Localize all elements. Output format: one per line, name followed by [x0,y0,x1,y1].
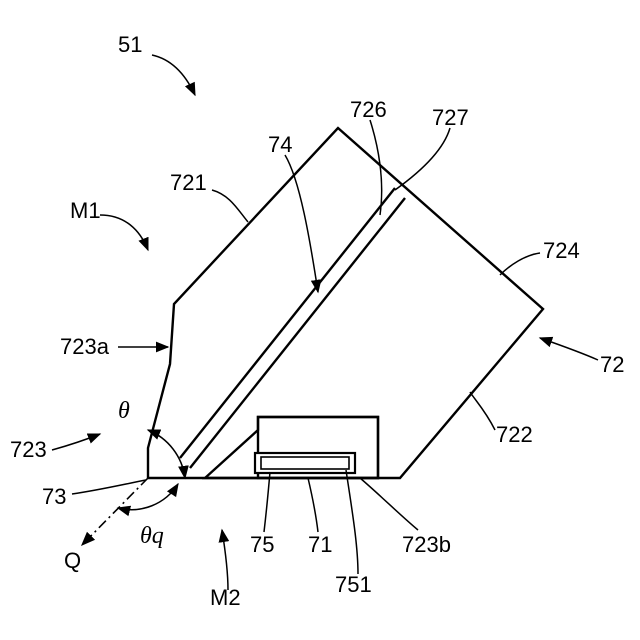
theta-arc [148,430,185,478]
leader-73 [72,480,146,494]
label-722: 722 [496,422,533,447]
label-q: Q [64,548,81,573]
leader-723b [360,478,418,530]
label-51: 51 [118,32,142,57]
label-726: 726 [350,97,387,122]
label-721: 721 [170,170,207,195]
label-723a: 723a [60,334,110,359]
label-724: 724 [543,238,580,263]
leader-723 [52,434,100,450]
label-73: 73 [42,484,66,509]
leader-m2 [222,530,228,590]
leader-51 [152,55,195,95]
leader-722 [470,392,495,430]
label-723b: 723b [402,532,451,557]
leader-726 [370,120,382,215]
label-m1: M1 [70,198,101,223]
leader-751 [346,470,358,574]
leader-71 [308,478,318,532]
label-751: 751 [335,572,372,597]
label-72: 72 [600,352,624,377]
chip-751-inner [261,457,349,469]
leader-m1 [100,215,148,250]
leader-727 [395,128,450,190]
leader-75 [264,472,270,532]
leader-74 [285,155,318,292]
label-theta: θ [118,398,130,424]
label-723: 723 [10,437,47,462]
label-m2: M2 [210,585,241,610]
label-thetaq: θq [140,523,164,549]
leader-724 [500,253,540,275]
label-727: 727 [432,105,469,130]
label-75: 75 [250,532,274,557]
groove-727 [190,198,405,468]
thetaq-arc [118,484,178,510]
member-72-body [148,128,543,478]
leader-721 [212,190,248,222]
q-direction-line [82,478,148,545]
label-71: 71 [308,532,332,557]
label-74: 74 [268,132,292,157]
leader-72 [540,338,598,360]
insert-75 [205,417,378,478]
